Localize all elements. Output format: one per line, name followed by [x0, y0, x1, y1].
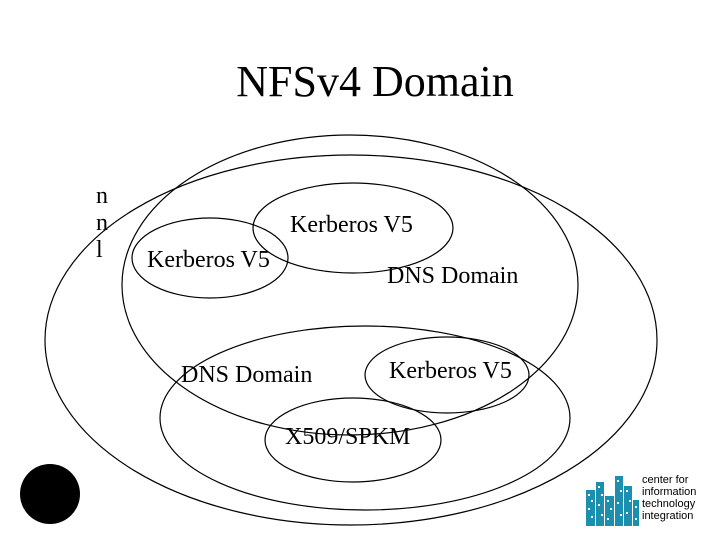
logo-line: center for	[642, 474, 689, 486]
logo-line: integration	[642, 510, 694, 522]
kerberos-left-ellipse	[131, 217, 289, 299]
dns-domain-left-label: DNS Domain	[181, 362, 313, 388]
logo-text: center for information technology integr…	[642, 474, 696, 522]
slide-title: NFSv4 Domain	[236, 57, 514, 106]
dns-domain-right-label: DNS Domain	[387, 263, 519, 289]
x509-ellipse	[264, 397, 442, 483]
logo-line: information	[642, 486, 697, 498]
logo-line: technology	[642, 498, 696, 510]
cit-logo: center for information technology integr…	[584, 470, 714, 530]
kerberos-lower-ellipse	[364, 336, 530, 414]
city-skyline-icon	[584, 470, 640, 528]
kerberos-left-label: Kerberos V5	[147, 247, 270, 273]
side-letter: n	[96, 183, 108, 209]
dns-domain-upper-ellipse	[121, 134, 579, 436]
kerberos-lower-label: Kerberos V5	[389, 358, 512, 384]
kerberos-upper-label: Kerberos V5	[290, 212, 413, 238]
black-circle-shape	[20, 464, 80, 524]
kerberos-upper-ellipse	[252, 182, 454, 274]
nfsv4-domain-ellipse	[44, 154, 658, 526]
side-letter: l	[96, 237, 103, 263]
dns-domain-lower-ellipse	[159, 325, 571, 511]
x509-spkm-label: X509/SPKM	[285, 424, 411, 450]
